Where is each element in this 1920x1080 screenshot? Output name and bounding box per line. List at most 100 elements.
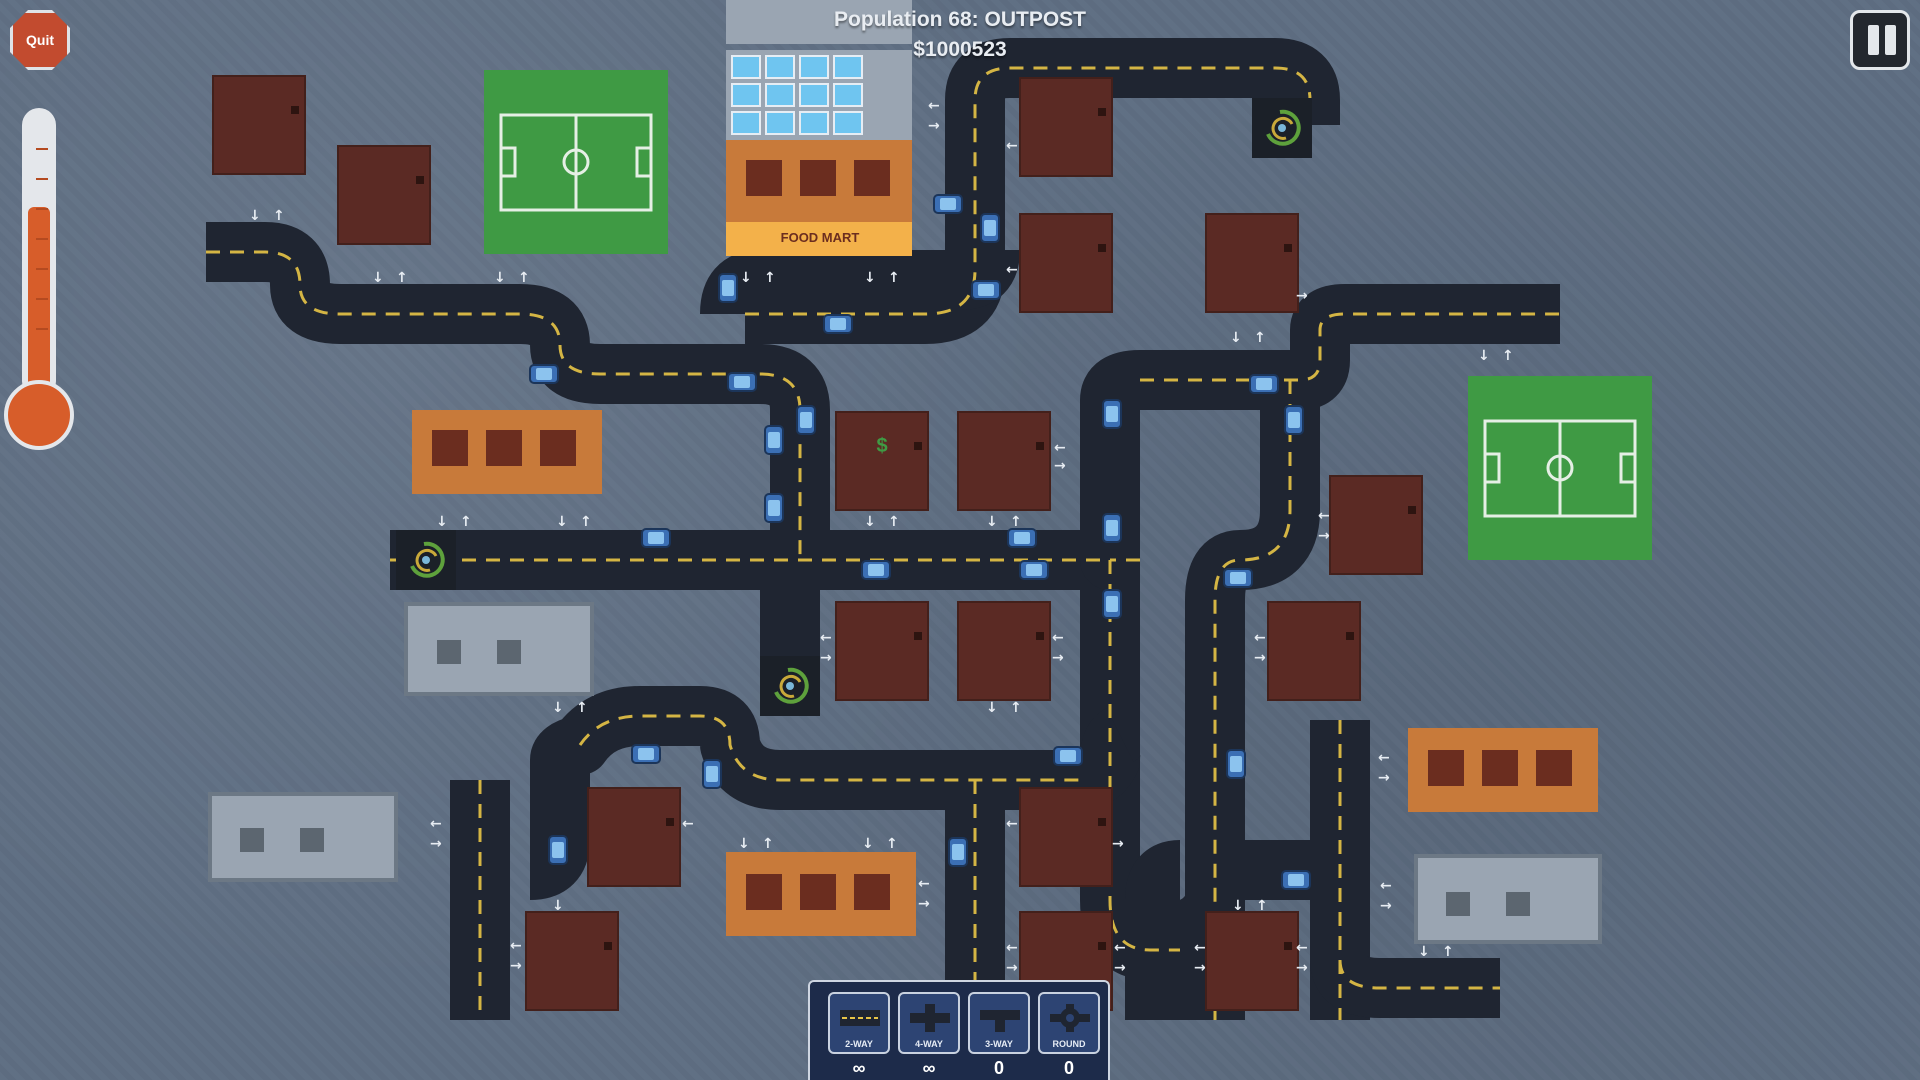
svg-text:←: ← — [1318, 508, 1330, 524]
food-mart: FOOD MART — [726, 0, 912, 256]
soccer-field-right — [1468, 376, 1652, 560]
svg-text:↓: ↓ — [1230, 330, 1242, 346]
svg-text:←: ← — [1006, 262, 1018, 278]
road-toolbar: 2-WAY 4-WAY 3-WAY ROUND ∞ ∞ 0 0 — [808, 980, 1110, 1080]
svg-text:←: ← — [1378, 750, 1390, 766]
svg-text:→: → — [1380, 898, 1392, 914]
svg-text:↑: ↑ — [1502, 348, 1514, 364]
svg-text:↓: ↓ — [864, 270, 876, 286]
dollar-sign: $ — [876, 435, 887, 457]
money-counter: $1000523 — [913, 38, 1007, 61]
svg-text:↓: ↓ — [249, 208, 261, 224]
svg-text:↓: ↓ — [494, 270, 506, 286]
road-3-way-icon — [980, 1010, 1020, 1032]
svg-text:↑: ↑ — [580, 514, 592, 530]
svg-text:↓: ↓ — [552, 700, 564, 716]
svg-text:←: ← — [928, 98, 940, 114]
svg-text:↑: ↑ — [1010, 700, 1022, 716]
svg-text:↓: ↓ — [738, 836, 750, 852]
svg-text:↑: ↑ — [886, 836, 898, 852]
tool-count: ∞ — [852, 1058, 866, 1078]
svg-text:↓: ↓ — [372, 270, 384, 286]
svg-text:←: ← — [430, 816, 442, 832]
tool-label: 3-WAY — [985, 1039, 1013, 1049]
svg-text:←: ← — [1006, 138, 1018, 154]
svg-text:→: → — [1296, 288, 1308, 304]
svg-text:→: → — [1296, 960, 1308, 976]
shop-house: $ — [835, 411, 929, 511]
shop-building-left — [412, 410, 602, 494]
svg-text:←: ← — [1054, 440, 1066, 456]
svg-text:→: → — [1054, 458, 1066, 474]
svg-text:↑: ↑ — [273, 208, 285, 224]
tool-2-way[interactable]: 2-WAY — [828, 992, 890, 1054]
shop-building-right — [1408, 728, 1598, 812]
svg-text:↓: ↓ — [556, 514, 568, 530]
svg-text:↑: ↑ — [888, 270, 900, 286]
svg-text:→: → — [820, 650, 832, 666]
tool-label: 2-WAY — [845, 1039, 873, 1049]
svg-text:↑: ↑ — [576, 700, 588, 716]
tool-count: 0 — [1063, 1058, 1074, 1078]
svg-text:←: ← — [1254, 630, 1266, 646]
market-sign: FOOD MART — [781, 230, 860, 245]
svg-text:↓: ↓ — [552, 898, 564, 914]
shop-building-bottom — [726, 852, 916, 936]
svg-text:←: ← — [918, 876, 930, 892]
svg-text:←: ← — [1052, 630, 1064, 646]
svg-text:→: → — [1378, 770, 1390, 786]
svg-text:→: → — [1254, 650, 1266, 666]
svg-text:→: → — [510, 958, 522, 974]
quit-label: Quit — [26, 32, 54, 48]
svg-text:↓: ↓ — [436, 514, 448, 530]
svg-text:←: ← — [1114, 940, 1126, 956]
svg-text:↓: ↓ — [740, 270, 752, 286]
tool-count: 0 — [993, 1058, 1004, 1078]
thermometer-icon — [2, 108, 78, 453]
svg-text:←: ← — [1296, 940, 1308, 956]
soccer-field-top — [484, 70, 668, 254]
svg-text:↑: ↑ — [888, 514, 900, 530]
tool-4-way[interactable]: 4-WAY — [898, 992, 960, 1054]
svg-text:↑: ↑ — [1254, 330, 1266, 346]
svg-text:←: ← — [1006, 940, 1018, 956]
svg-text:→: → — [1194, 960, 1206, 976]
svg-text:↑: ↑ — [396, 270, 408, 286]
svg-text:↑: ↑ — [1442, 944, 1454, 960]
road-2-way-icon — [840, 1010, 880, 1026]
svg-text:↓: ↓ — [1418, 944, 1430, 960]
svg-text:→: → — [1112, 836, 1124, 852]
svg-text:→: → — [1318, 528, 1330, 544]
svg-text:→: → — [1006, 960, 1018, 976]
svg-text:↓: ↓ — [986, 700, 998, 716]
tool-3-way[interactable]: 3-WAY — [968, 992, 1030, 1054]
svg-text:←: ← — [1380, 878, 1392, 894]
svg-text:→: → — [928, 118, 940, 134]
svg-text:←: ← — [1006, 816, 1018, 832]
svg-text:←: ← — [820, 630, 832, 646]
quit-button[interactable]: Quit — [10, 10, 70, 70]
thermometer-bulb — [4, 380, 74, 450]
pause-button[interactable] — [1850, 10, 1910, 70]
direction-arrows: ↓ ↑ ↓ ↑ ↓ ↑ ↓ ↑ ↓ ↑ ↓ ↑ ↓ ↑ ↓ ↑ ↓ ↑ ↓ ↑ ↓ ↑ ↓ ↑ ↓ ↑ ↓… — [249, 98, 1514, 976]
svg-text:←: ← — [510, 938, 522, 954]
houses: $ — [212, 75, 1423, 1011]
tool-label: ROUND — [1052, 1039, 1086, 1049]
population-title: Population 68: OUTPOST — [833, 8, 1086, 31]
svg-text:↓: ↓ — [1232, 898, 1244, 914]
svg-text:↑: ↑ — [518, 270, 530, 286]
offices — [208, 602, 1602, 944]
svg-text:↑: ↑ — [460, 514, 472, 530]
svg-text:↓: ↓ — [1478, 348, 1490, 364]
svg-text:↑: ↑ — [764, 270, 776, 286]
svg-text:↓: ↓ — [986, 514, 998, 530]
roundabout-icon — [1050, 1004, 1090, 1032]
svg-text:→: → — [430, 836, 442, 852]
svg-text:↑: ↑ — [1256, 898, 1268, 914]
svg-text:↓: ↓ — [862, 836, 874, 852]
road-4-way-icon — [910, 1004, 950, 1032]
tool-roundabout[interactable]: ROUND — [1038, 992, 1100, 1054]
tool-count: ∞ — [922, 1058, 936, 1078]
tool-label: 4-WAY — [915, 1039, 943, 1049]
